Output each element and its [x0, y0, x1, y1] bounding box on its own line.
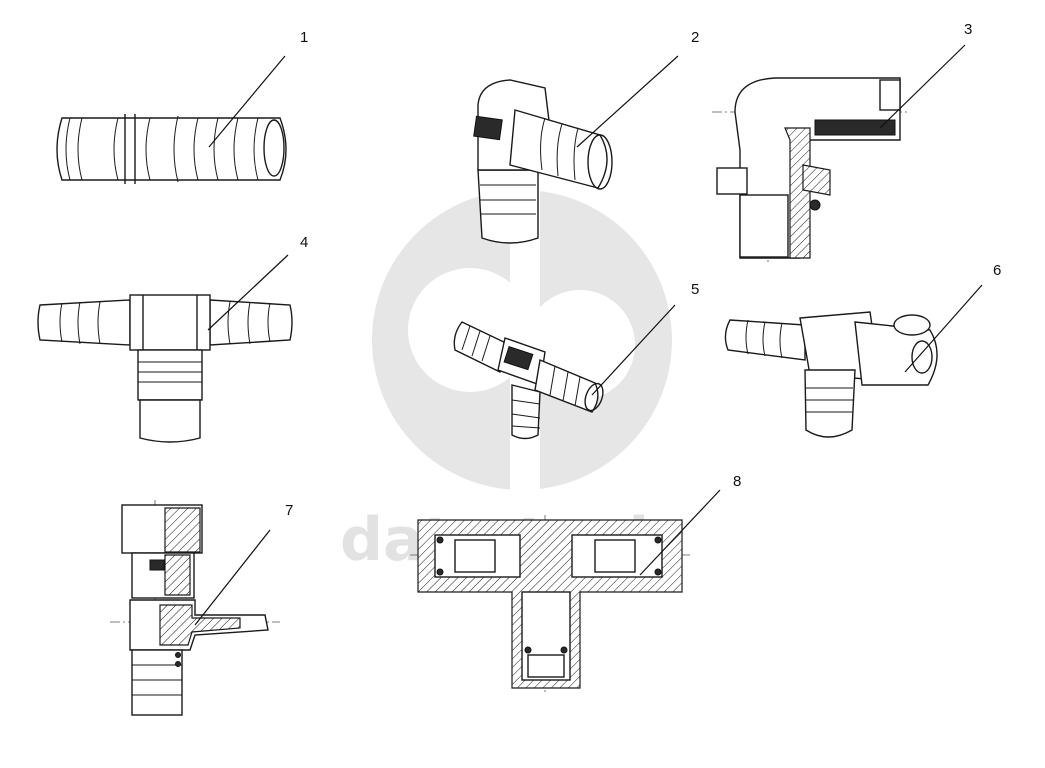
leader-line-6 [904, 284, 983, 373]
callout-label-4: 4 [300, 234, 308, 251]
leader-line-1 [208, 55, 286, 148]
callout-7: 7 [194, 502, 293, 626]
leader-line-8 [639, 489, 721, 576]
callout-5: 5 [591, 281, 699, 396]
part-7-tee-section [110, 500, 280, 716]
part-1-straight-barbed-connector [56, 114, 287, 184]
callout-6: 6 [904, 262, 1001, 373]
callout-label-6: 6 [993, 262, 1001, 279]
callout-3: 3 [879, 21, 972, 129]
callout-1: 1 [208, 29, 308, 148]
callout-label-8: 8 [733, 473, 741, 490]
callout-4: 4 [207, 234, 308, 331]
callout-8: 8 [639, 473, 741, 576]
part-2-elbow-fitting [473, 79, 613, 244]
part-5-small-tee [453, 321, 604, 440]
callout-2: 2 [576, 29, 699, 148]
leader-line-3 [879, 44, 966, 129]
part-4-tee-barbed [37, 294, 293, 443]
part-8-tee-section [410, 515, 690, 695]
leader-line-7 [194, 529, 271, 626]
leader-line-4 [207, 254, 289, 331]
leader-line-2 [576, 55, 679, 148]
leader-line-5 [591, 304, 676, 396]
callout-label-1: 1 [300, 29, 308, 46]
callout-label-3: 3 [964, 21, 972, 38]
part-3-elbow-section [712, 77, 910, 262]
part-6-tee-quick-coupling [724, 311, 938, 438]
callout-label-7: 7 [285, 502, 293, 519]
callout-label-5: 5 [691, 281, 699, 298]
callout-label-2: 2 [691, 29, 699, 46]
watermark: data-tools [340, 190, 685, 575]
